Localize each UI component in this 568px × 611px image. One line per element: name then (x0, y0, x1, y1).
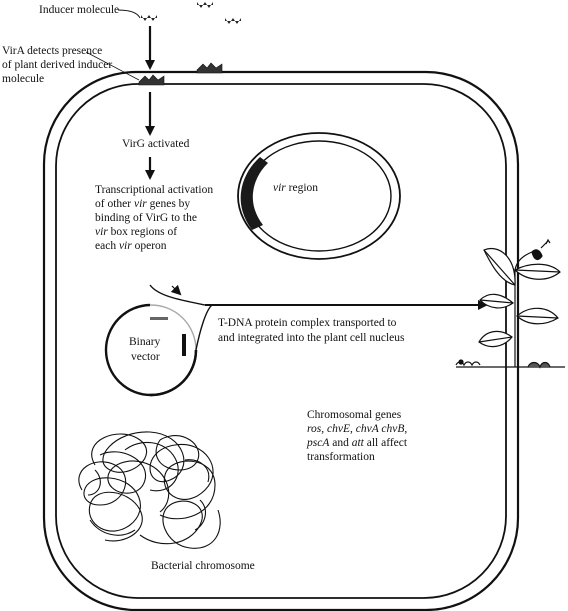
vira-label-line3: molecule (2, 73, 45, 85)
tdna-pathway-arrow-2 (170, 284, 182, 296)
vira-label-line2: of plant derived inducer (2, 59, 113, 71)
transcription-line3: binding of VirG to the (95, 212, 197, 224)
virg-label: VirG activated (122, 138, 190, 150)
vira-leader-line (85, 51, 140, 81)
inducer-label: Inducer molecule (39, 4, 120, 16)
binary-vector-label-line2: vector (131, 351, 160, 363)
bacterial-chromosome-label: Bacterial chromosome (151, 560, 255, 572)
transcription-line1: Transcriptional activation (95, 184, 214, 196)
inducer-molecule-icon (141, 2, 241, 24)
inducer-leader-line (117, 9, 141, 19)
cell-outer-wall (42, 70, 520, 611)
ti-plasmid-inner (246, 140, 392, 252)
chromosomal-genes-line2: ros, chvE, chvA chvB, (307, 423, 408, 435)
transcription-line5: each vir operon (95, 240, 167, 252)
ti-plasmid-outer (237, 132, 401, 260)
tdna-label-line2: and integrated into the plant cell nucle… (218, 332, 405, 344)
binary-vector-arrow (195, 304, 213, 351)
tdna-pathway-arrow (149, 284, 206, 306)
transcription-line4: vir box regions of (95, 226, 178, 238)
plant-icon (455, 238, 565, 369)
bacterial-chromosome-tangle (78, 431, 221, 549)
vira-receptor-icon (138, 62, 223, 86)
vira-label-line1: VirA detects presence (2, 45, 103, 57)
vir-region-band (240, 157, 268, 230)
binary-vector-label-line1: Binary (129, 336, 161, 348)
binary-vector (104, 303, 198, 397)
transcription-line2: of other vir genes by (95, 198, 191, 210)
chromosomal-genes-line3: pscA and att all affect (307, 437, 408, 449)
chromosomal-genes-line1: Chromosomal genes (307, 409, 402, 421)
tdna-label-line1: T-DNA protein complex transported to (218, 317, 397, 329)
vir-region-label: vir region (273, 182, 319, 194)
chromosomal-genes-line4: transformation (307, 451, 375, 463)
